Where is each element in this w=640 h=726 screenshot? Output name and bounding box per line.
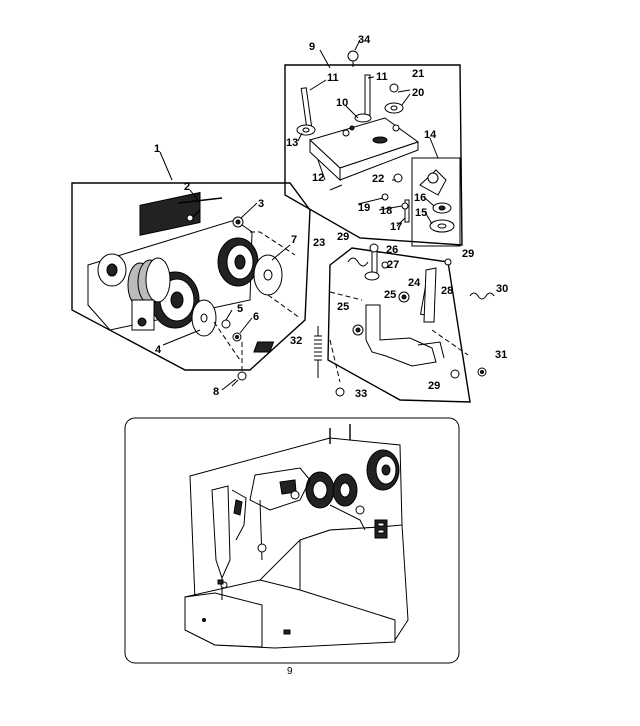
callout-26: 26 <box>386 244 398 256</box>
part-18-screw <box>401 202 409 210</box>
callout-numbers: 1 2 3 4 5 6 7 8 9 10 11 11 12 13 14 15 1… <box>154 34 508 400</box>
callout-22: 22 <box>372 173 384 185</box>
part-27-washer <box>364 271 380 281</box>
callout-7: 7 <box>291 234 297 246</box>
callout-27: 27 <box>387 259 399 271</box>
callout-15: 15 <box>415 207 427 219</box>
part-2-rod <box>177 197 223 204</box>
part-11-pin-right <box>364 74 371 116</box>
callout-29a: 29 <box>337 231 349 243</box>
machine-frame-box <box>124 417 460 664</box>
part-11-pin-left <box>300 87 313 129</box>
callout-1: 1 <box>154 143 160 155</box>
needle-assembly <box>211 485 267 600</box>
callout-18: 18 <box>380 205 392 217</box>
callout-8: 8 <box>213 386 219 398</box>
part-30-spring <box>469 292 495 300</box>
callout-20: 20 <box>412 87 424 99</box>
callout-24: 24 <box>408 277 421 289</box>
large-gear-right <box>217 237 259 287</box>
gear-assembly-group <box>71 182 311 387</box>
lever-assembly-group <box>253 243 495 403</box>
part-17-stud <box>404 199 410 223</box>
part-21-nut <box>389 83 399 93</box>
gear-stack <box>127 257 171 308</box>
lever-body <box>365 304 437 367</box>
callout-6: 6 <box>253 311 259 323</box>
part-29-spring-top <box>347 257 369 267</box>
part-28-lever <box>423 267 437 323</box>
callout-19: 19 <box>358 202 370 214</box>
callout-4: 4 <box>155 344 162 356</box>
callout-33: 33 <box>355 388 367 400</box>
callout-leaders <box>159 39 439 391</box>
callout-14: 14 <box>424 129 437 141</box>
plate-assembly-group <box>284 50 463 247</box>
callout-10: 10 <box>336 97 348 109</box>
callout-34: 34 <box>358 34 371 46</box>
callout-21: 21 <box>412 68 424 80</box>
callout-23: 23 <box>313 237 325 249</box>
part-29-clip-right <box>444 258 452 266</box>
part-29-clip-bottom <box>450 369 460 379</box>
part-22-screw <box>393 173 403 183</box>
gear-assembly-outline <box>71 182 311 371</box>
callout-28: 28 <box>441 285 453 297</box>
part-5-washer <box>221 319 231 329</box>
callout-32: 32 <box>290 335 302 347</box>
callout-11a: 11 <box>327 72 339 84</box>
callout-29c: 29 <box>428 380 440 392</box>
callout-16: 16 <box>414 192 426 204</box>
callout-13: 13 <box>286 137 298 149</box>
sewing-machine-illustration <box>124 417 460 664</box>
callout-2: 2 <box>184 181 190 193</box>
callout-3: 3 <box>258 198 264 210</box>
callout-17: 17 <box>390 221 402 233</box>
callout-30: 30 <box>496 283 508 295</box>
plate-assembly-outline <box>284 64 463 246</box>
callout-25a: 25 <box>337 301 349 313</box>
part-32-spring <box>314 326 322 378</box>
callout-29b: 29 <box>462 248 474 260</box>
part-34-screw <box>347 50 359 62</box>
callout-25b: 25 <box>384 289 396 301</box>
page-number: 9 <box>287 666 293 677</box>
part-8-screw <box>237 371 247 381</box>
internal-mechanism <box>249 467 366 531</box>
bracket-plate <box>131 299 155 331</box>
callout-31: 31 <box>495 349 507 361</box>
lever-assembly-outline <box>327 247 471 403</box>
part-14-tension-box <box>411 157 461 247</box>
callout-12: 12 <box>312 172 324 184</box>
part-19-washer <box>381 193 389 201</box>
part-33-screw <box>335 387 345 397</box>
callout-9: 9 <box>309 41 315 53</box>
part-10-washer <box>354 113 372 123</box>
callout-11b: 11 <box>376 71 388 83</box>
frame-block <box>139 191 201 236</box>
callout-5: 5 <box>237 303 243 315</box>
